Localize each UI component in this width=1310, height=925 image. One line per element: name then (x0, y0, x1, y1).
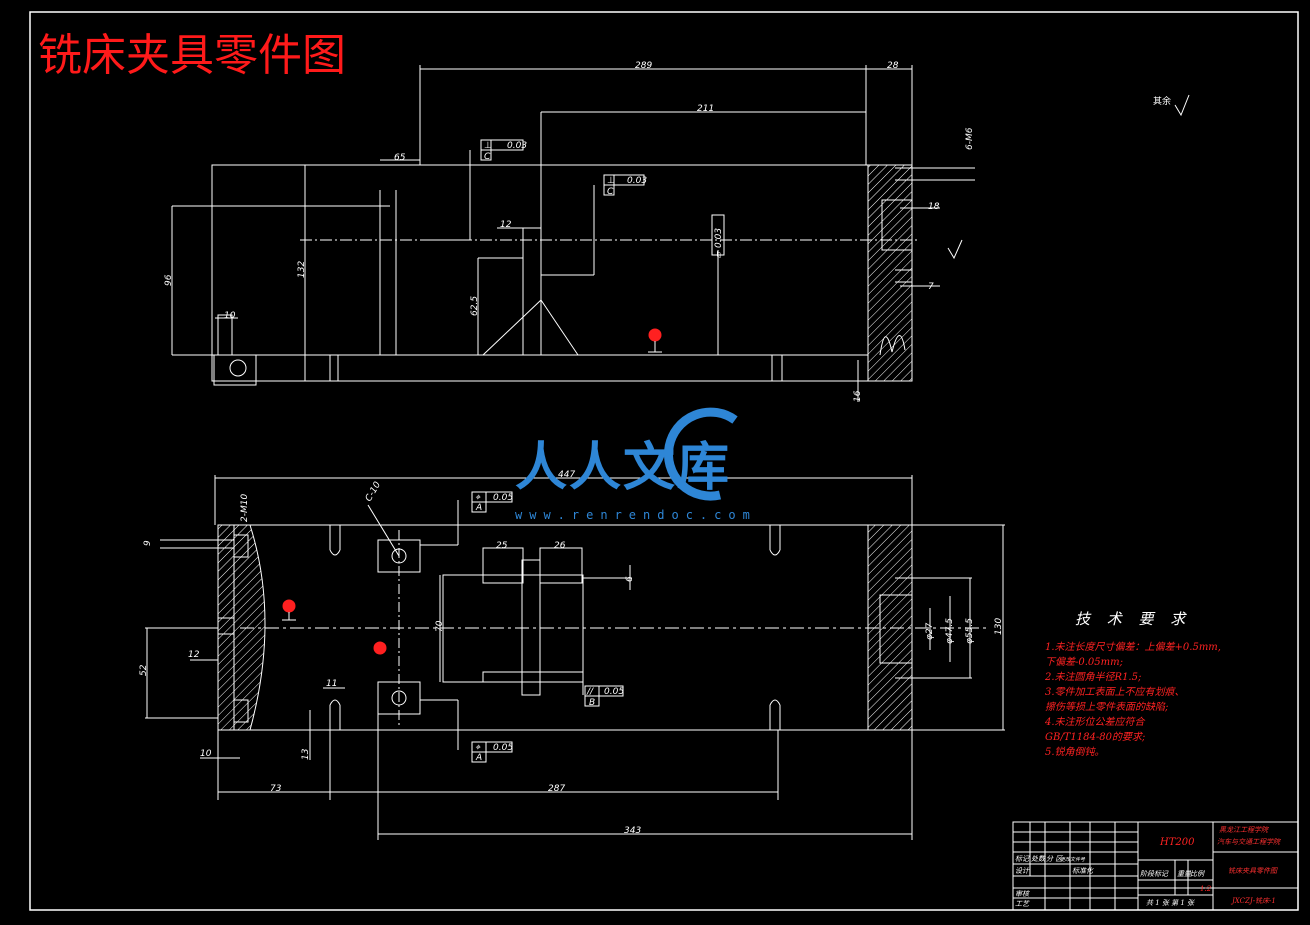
dim-211: 211 (697, 104, 714, 114)
tol-3-value: 0.03 (714, 228, 724, 248)
tech-item: 2.未注圆角半径R1.5; (1045, 672, 1142, 683)
tb-row-label-2: 处数 (1031, 855, 1046, 863)
tb-material: HT200 (1159, 837, 1195, 848)
dim-10b: 10 (200, 749, 212, 759)
dim-c10: C-10 (364, 480, 383, 503)
tol-1-value: 0.03 (507, 141, 527, 151)
tb-sign-process: 工艺 (1015, 900, 1030, 908)
top-view (171, 65, 1190, 402)
tol-5-datum: B (589, 698, 595, 708)
title-block (1012, 821, 1299, 911)
tb-row-label-1: 标记 (1015, 855, 1030, 863)
tech-item: 4.未注形位公差应符合 (1045, 717, 1145, 728)
dim-96: 96 (164, 274, 174, 286)
tech-item: 下偏差-0.05mm; (1045, 657, 1123, 668)
drawing-title: 铣床夹具零件图 (38, 30, 346, 81)
dim-52: 52 (139, 664, 149, 676)
tb-row-label-3: 分 区 (1046, 855, 1063, 863)
tech-item: 擦伤等损上零件表面的缺陷; (1045, 702, 1169, 713)
datum-marker-b (373, 641, 387, 655)
dim-9: 9 (143, 540, 153, 546)
dim-28: 28 (887, 61, 899, 71)
dim-70: 70 (435, 620, 445, 632)
dim-289: 289 (635, 61, 652, 71)
dim-6: 6 (625, 576, 635, 582)
dim-65: 65 (394, 153, 406, 163)
watermark-logo (664, 407, 738, 501)
tech-requirements-heading: 技 术 要 求 (1075, 610, 1192, 628)
tb-col-scale: 比例 (1190, 870, 1205, 878)
tol-6-value: 0.05 (493, 743, 513, 753)
dim-16: 16 (853, 390, 863, 402)
tb-col-stage: 阶段标记 (1140, 870, 1169, 878)
tol-6-symbol: ⌖ (475, 743, 481, 753)
tb-sign-standard: 标准化 (1072, 867, 1094, 875)
watermark-brand: 人人文库 (515, 437, 732, 498)
dim-phi27: φ27 (925, 622, 935, 640)
tb-part-name: 铣床夹具零件图 (1228, 867, 1278, 875)
dim-73: 73 (270, 784, 282, 794)
tol-2-symbol: ⊥ (607, 176, 615, 186)
dim-13: 13 (301, 748, 311, 760)
watermark-url: www.renrendoc.com (515, 508, 757, 522)
dim-6m6: 6-M6 (965, 127, 975, 150)
dim-447: 447 (558, 470, 575, 480)
dim-2m10: 2-M10 (240, 494, 250, 522)
tol-4-symbol: ⌖ (475, 493, 481, 503)
tb-row-label-4: 更改文件号 (1060, 856, 1086, 863)
dim-12b: 12 (188, 650, 200, 660)
dim-11: 11 (326, 679, 337, 689)
datum-marker-c (648, 328, 662, 342)
tol-2-value: 0.03 (627, 176, 647, 186)
dim-7: 7 (928, 282, 934, 292)
tb-drawing-no: JXCZJ-铣床-1 (1230, 897, 1276, 905)
roughness-note: 其余 (1153, 95, 1171, 107)
tech-item: GB/T1184-80的要求; (1045, 732, 1146, 743)
drawing-border (29, 11, 1299, 911)
dim-26: 26 (554, 541, 566, 551)
tol-6-datum: A (475, 753, 482, 763)
dim-phi47: φ47.5 (945, 618, 955, 644)
dim-130: 130 (994, 618, 1004, 635)
tb-scale: 1:2 (1200, 885, 1212, 893)
tol-1-symbol: ⊥ (484, 141, 492, 151)
dim-18: 18 (928, 202, 940, 212)
tech-item: 3.零件加工表面上不应有划痕、 (1045, 687, 1185, 698)
dim-12: 12 (500, 220, 512, 230)
tech-requirements-list: 1.未注长度尺寸偏差：上偏差+0.5mm, 下偏差-0.05mm; 2.未注圆角… (1045, 640, 1300, 760)
dim-62-5: 62.5 (470, 296, 480, 316)
dim-343: 343 (624, 826, 641, 836)
tol-2-datum: C (607, 187, 614, 197)
dim-132: 132 (297, 261, 307, 278)
datum-marker-a (282, 599, 296, 613)
tol-4-datum: A (475, 503, 482, 513)
tb-sign-review: 审核 (1015, 890, 1030, 898)
tech-item: 5.锐角倒钝。 (1045, 747, 1105, 758)
dim-phi55: φ55.5 (965, 618, 975, 644)
tol-4-value: 0.05 (493, 493, 513, 503)
tol-3-symbol: ▱ (714, 251, 724, 258)
tb-sheet-info: 共 1 张 第 1 张 (1146, 899, 1195, 907)
front-view (145, 475, 1005, 840)
tb-sign-design: 设计 (1015, 867, 1030, 875)
dim-25: 25 (496, 541, 508, 551)
tb-school-2: 汽车与交通工程学院 (1217, 838, 1281, 846)
tol-5-value: 0.05 (604, 687, 624, 697)
dim-287: 287 (548, 784, 565, 794)
tech-item: 1.未注长度尺寸偏差：上偏差+0.5mm, (1045, 642, 1221, 653)
tb-col-weight: 重量 (1177, 870, 1192, 878)
dim-10: 10 (224, 311, 236, 321)
tol-5-symbol: // (586, 687, 594, 697)
tol-1-datum: C (484, 152, 491, 162)
tb-school-1: 黑龙江工程学院 (1219, 826, 1269, 834)
